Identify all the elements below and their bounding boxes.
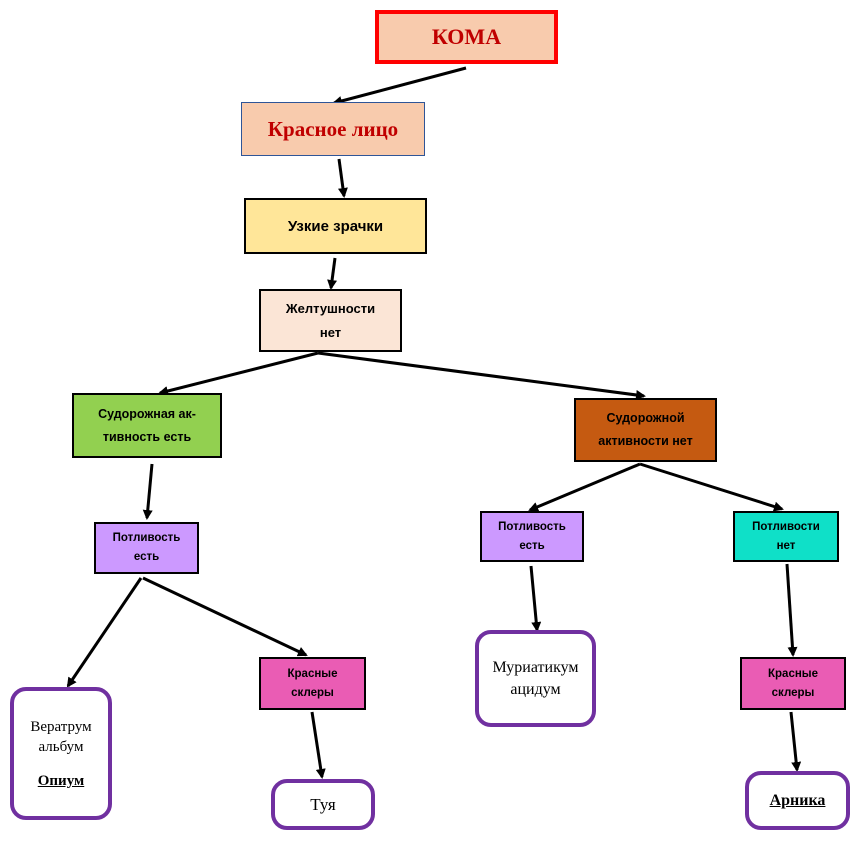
node-narrow-pupils: Узкие зрачки: [244, 198, 427, 254]
arrow-sclera-left-to-thuja: [310, 711, 326, 779]
node-red-sclera-left: Красные склеры: [259, 657, 366, 710]
arrow-jaundice-to-convulsions-yes: [158, 351, 319, 396]
node-convulsions-yes: Судорожная ак- тивность есть: [72, 393, 222, 458]
node-sweat-yes-left-line-2: есть: [133, 551, 160, 563]
remedy-veratrum-opium: Вератрум альбум Опиум: [10, 687, 112, 820]
remedy-muriaticum-line-1: Муриатикум: [492, 658, 579, 676]
arrow-sclera-right-to-arnica: [789, 711, 802, 772]
node-convulsions-yes-line-1: Судорожная ак-: [98, 406, 196, 421]
remedy-muriaticum: Муриатикум ацидум: [475, 630, 596, 727]
node-narrow-pupils-label: Узкие зрачки: [287, 217, 384, 235]
remedy-thuja: Туя: [271, 779, 375, 830]
arrow-convulsions-no-to-sweat-yes: [528, 462, 641, 512]
arrow-jaundice-to-convulsions-no: [317, 351, 646, 400]
remedy-arnica: Арника: [745, 771, 850, 830]
node-sweat-no-line-1: Потливости: [752, 520, 820, 533]
node-koma-label: КОМА: [431, 24, 502, 49]
node-red-sclera-right-line-2: склеры: [771, 686, 815, 699]
node-sweat-no: Потливости нет: [733, 511, 839, 562]
arrow-sweat-left-to-sclera: [142, 576, 308, 657]
node-red-face: Красное лицо: [241, 102, 425, 156]
node-no-jaundice-line-1: Желтушности: [285, 300, 376, 316]
node-sweat-no-line-2: нет: [776, 539, 796, 552]
arrow-convulsions-no-to-sweat-no: [639, 462, 784, 512]
node-convulsions-no-line-1: Судорожной: [606, 411, 685, 425]
arrow-pupils-to-jaundice: [327, 257, 338, 290]
remedy-veratrum-line-2: альбум: [38, 738, 84, 755]
node-red-sclera-left-line-1: Красные: [287, 667, 338, 680]
arrow-sweat-right-to-muriaticum: [529, 565, 542, 632]
remedy-opium: Опиум: [37, 772, 85, 789]
node-convulsions-no-line-2: активности нет: [598, 434, 693, 448]
node-convulsions-yes-line-2: тивность есть: [102, 429, 192, 444]
node-sweat-yes-left: Потливость есть: [94, 522, 199, 574]
node-convulsions-no: Судорожной активности нет: [574, 398, 717, 462]
node-no-jaundice: Желтушности нет: [259, 289, 402, 352]
node-sweat-yes-right-line-1: Потливость: [498, 520, 566, 533]
arrow-sweat-no-to-sclera: [785, 563, 798, 657]
node-no-jaundice-line-2: нет: [319, 324, 342, 340]
node-sweat-yes-right: Потливость есть: [480, 511, 584, 562]
arrow-red-face-to-pupils: [337, 158, 348, 198]
remedy-thuja-label: Туя: [310, 794, 336, 814]
arrow-sweat-left-to-veratrum: [66, 577, 143, 688]
remedy-muriaticum-line-2: ацидум: [510, 680, 561, 698]
node-sweat-yes-right-line-2: есть: [519, 539, 545, 552]
node-koma: КОМА: [375, 10, 558, 64]
node-red-sclera-right: Красные склеры: [740, 657, 846, 710]
remedy-arnica-label: Арника: [769, 791, 826, 809]
node-sweat-yes-left-line-1: Потливость: [112, 532, 181, 544]
node-red-face-label: Красное лицо: [267, 116, 399, 141]
remedy-veratrum-line-1: Вератрум: [30, 718, 92, 735]
node-red-sclera-right-line-1: Красные: [768, 667, 818, 680]
arrow-convulsions-yes-to-sweat: [142, 463, 154, 520]
arrow-koma-to-red-face: [332, 66, 467, 106]
node-red-sclera-left-line-2: склеры: [291, 686, 334, 699]
